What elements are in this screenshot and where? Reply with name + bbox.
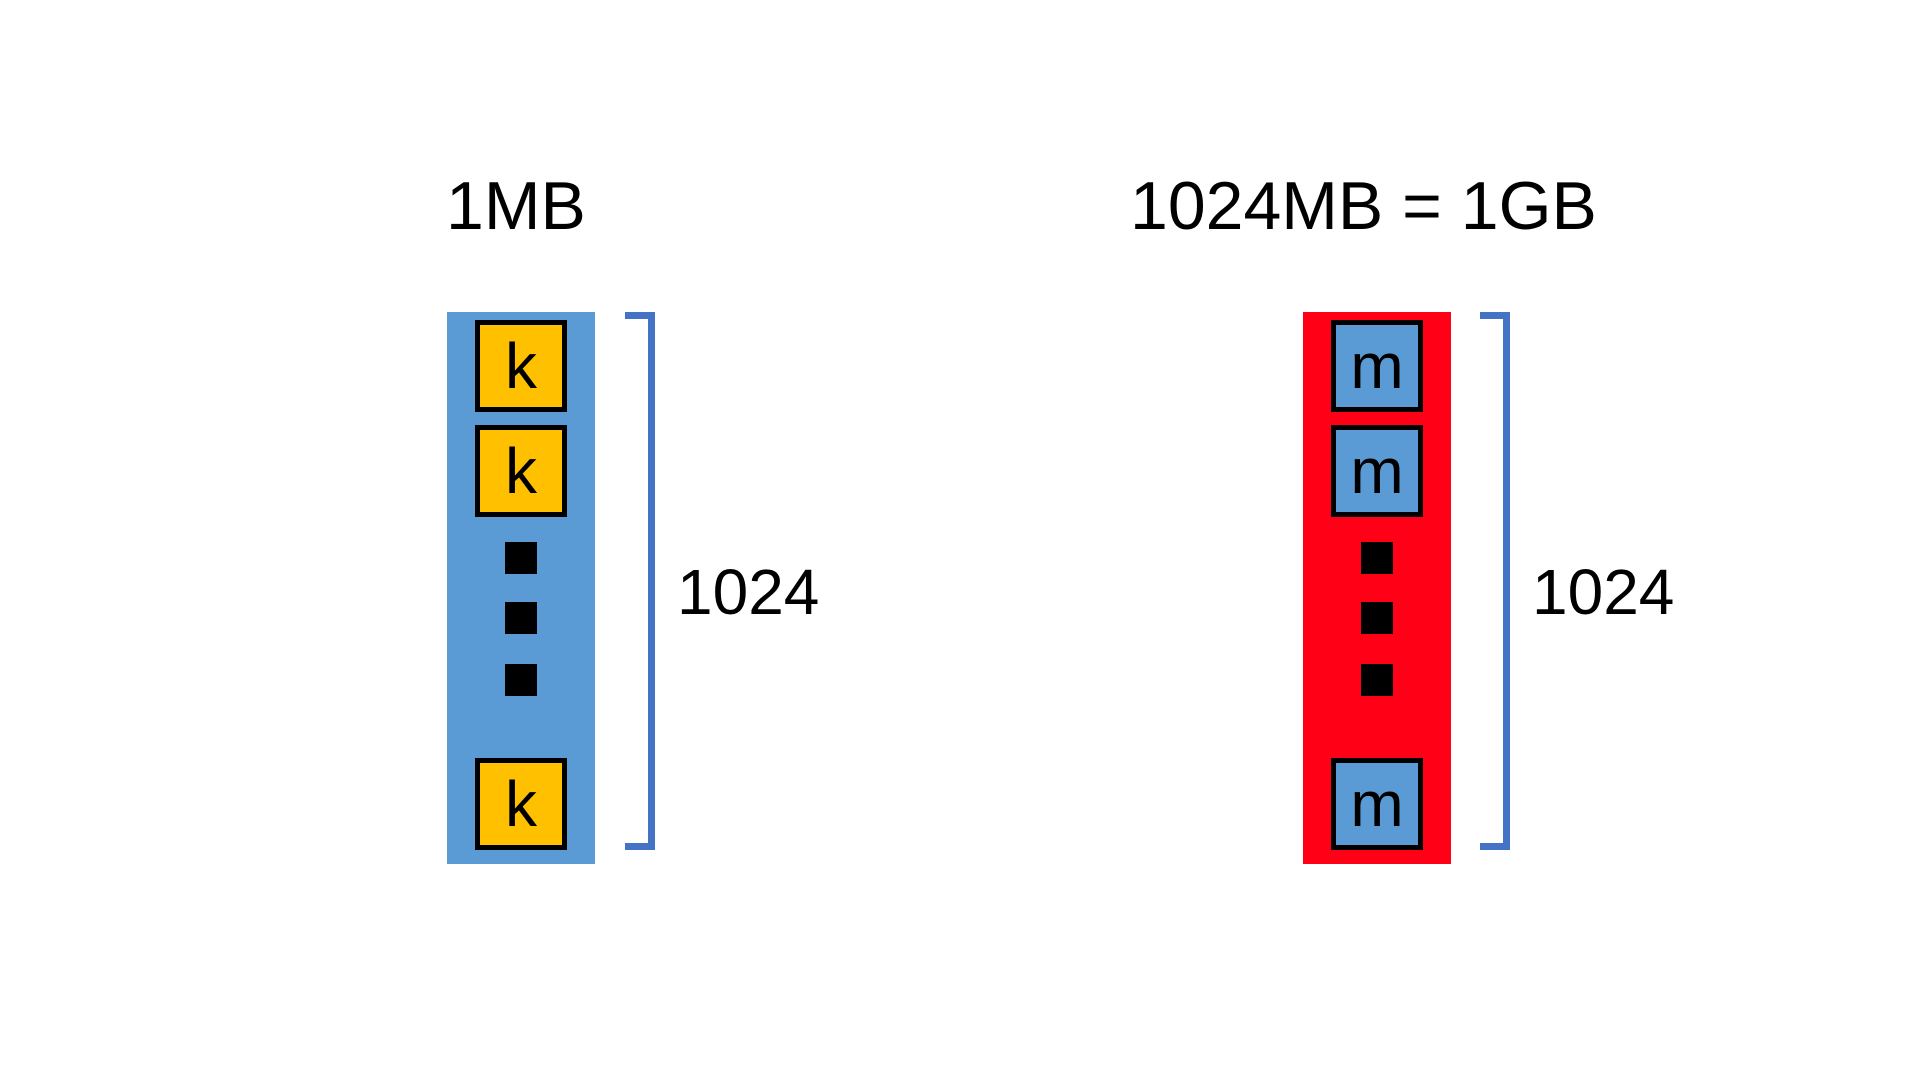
right-cell-2: m xyxy=(1331,425,1423,517)
right-cell-1: m xyxy=(1331,320,1423,412)
left-title: 1MB xyxy=(446,168,586,244)
ellipsis-dot-1 xyxy=(1361,542,1393,574)
right-cell-last: m xyxy=(1331,758,1423,850)
left-cell-1: k xyxy=(475,320,567,412)
ellipsis-dot-3 xyxy=(1361,664,1393,696)
left-count-label: 1024 xyxy=(677,556,820,628)
left-column-kb-blocks: k k k xyxy=(447,312,595,864)
right-column-mb-blocks: m m m xyxy=(1303,312,1451,864)
left-bracket xyxy=(625,312,655,850)
left-cell-last: k xyxy=(475,758,567,850)
right-count-label: 1024 xyxy=(1532,556,1675,628)
left-cell-2: k xyxy=(475,425,567,517)
ellipsis-dot-1 xyxy=(505,542,537,574)
ellipsis-dot-2 xyxy=(1361,602,1393,634)
ellipsis-dot-2 xyxy=(505,602,537,634)
right-title: 1024MB = 1GB xyxy=(1130,168,1597,244)
right-bracket xyxy=(1480,312,1510,850)
ellipsis-dot-3 xyxy=(505,664,537,696)
